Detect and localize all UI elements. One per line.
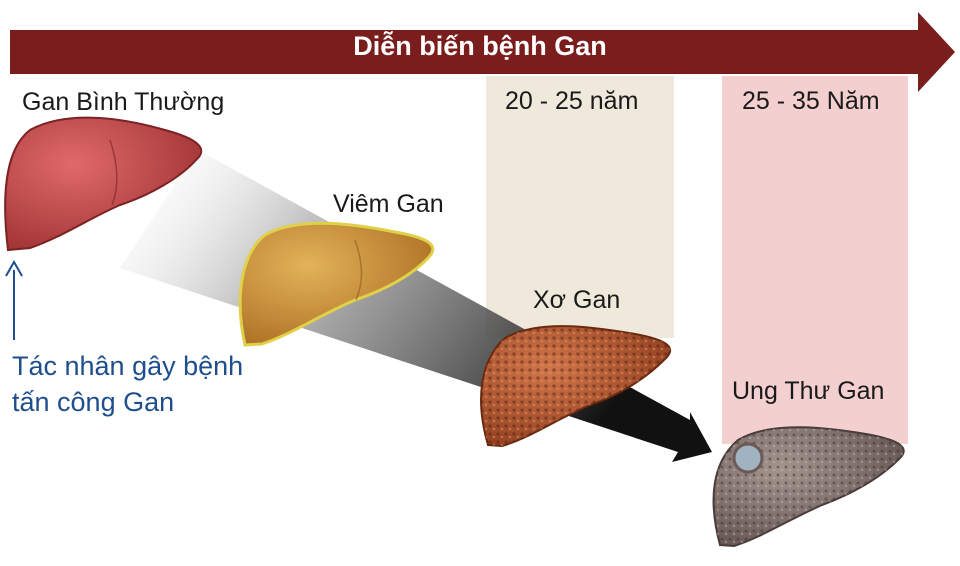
stage-label-normal: Gan Bình Thường bbox=[22, 88, 225, 116]
stage-label-cancer: Ung Thư Gan bbox=[732, 377, 885, 405]
normal-liver-image bbox=[4, 116, 203, 252]
period-band-1 bbox=[486, 76, 674, 338]
period-label-2: 25 - 35 Năm bbox=[742, 87, 880, 115]
stage-label-hepatitis: Viêm Gan bbox=[333, 190, 444, 218]
hepatitis-liver-image bbox=[238, 221, 435, 347]
cause-line-2: tấn công Gan bbox=[12, 387, 175, 417]
timeline-arrow bbox=[10, 12, 955, 92]
diagram-title: Diễn biến bệnh Gan bbox=[353, 31, 607, 61]
cause-text: Tác nhân gây bệnh tấn công Gan bbox=[12, 348, 243, 420]
tumor-spot bbox=[732, 442, 764, 474]
cause-line-1: Tác nhân gây bệnh bbox=[12, 351, 244, 381]
liver-cancer-image bbox=[712, 426, 905, 548]
period-label-1: 20 - 25 năm bbox=[505, 87, 639, 115]
cirrhosis-liver-image bbox=[480, 325, 672, 448]
cause-arrow bbox=[5, 259, 23, 340]
period-band-2 bbox=[722, 76, 908, 444]
stage-label-cirrhosis: Xơ Gan bbox=[533, 286, 621, 314]
